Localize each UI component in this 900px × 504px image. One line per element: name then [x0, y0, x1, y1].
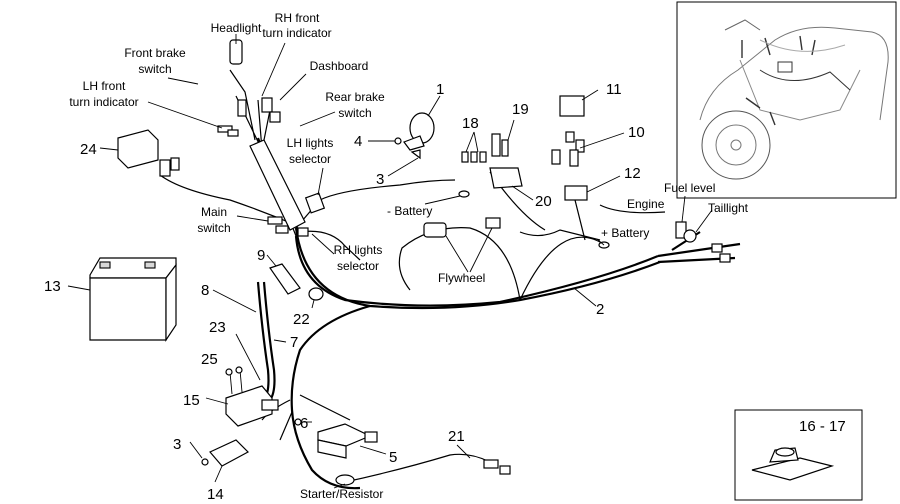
lh-lights-selector-label-line1: LH lights [287, 136, 334, 150]
part-number-19: 19 [512, 101, 529, 118]
minus-battery-label: - Battery [387, 204, 432, 218]
part-number-6: 6 [300, 415, 308, 432]
text-labels: Headlight RH front turn indicator Front … [69, 11, 748, 501]
rear-brake-switch-label-line2: switch [338, 106, 371, 120]
part-number-3-upper: 3 [376, 171, 384, 188]
taillight-label: Taillight [708, 201, 749, 215]
part-number-5: 5 [389, 449, 397, 466]
headlight-label: Headlight [211, 21, 262, 35]
part-number-13: 13 [44, 278, 61, 295]
part-number-14: 14 [207, 486, 224, 503]
main-switch-label-line1: Main [201, 205, 227, 219]
fuel-level-label: Fuel level [664, 181, 715, 195]
part-number-3-lower: 3 [173, 436, 181, 453]
lh-front-turn-indicator-label-line1: LH front [83, 79, 126, 93]
part-number-25: 25 [201, 351, 218, 368]
part-number-9: 9 [257, 247, 265, 264]
components [89, 39, 731, 486]
part-number-10: 10 [628, 124, 645, 141]
main-switch-label-line2: switch [197, 221, 230, 235]
part-number-18: 18 [462, 115, 479, 132]
part-number-20: 20 [535, 193, 552, 210]
part-number-8: 8 [201, 282, 209, 299]
engine-label: Engine [627, 197, 665, 211]
rh-front-turn-indicator-label-line1: RH front [275, 11, 320, 25]
lh-lights-selector-label-line2: selector [289, 152, 331, 166]
part-number-12: 12 [624, 165, 641, 182]
rear-brake-switch-label-line1: Rear brake [325, 90, 385, 104]
part-number-4: 4 [354, 133, 362, 150]
part-number-7: 7 [290, 334, 298, 351]
rh-lights-selector-label-line2: selector [337, 259, 379, 273]
part-number-23: 23 [209, 319, 226, 336]
parts-16-17-inset: 16 - 17 [734, 409, 863, 501]
part-number-15: 15 [183, 392, 200, 409]
part-number-22: 22 [293, 311, 310, 328]
plus-battery-label: + Battery [601, 226, 649, 240]
rh-front-turn-indicator-label-line2: turn indicator [262, 26, 331, 40]
front-brake-switch-label-line2: switch [138, 62, 171, 76]
leader-lines [67, 34, 713, 489]
flywheel-label: Flywheel [438, 271, 485, 285]
part-number-24: 24 [80, 141, 97, 158]
scooter-overview-inset [676, 1, 897, 199]
front-brake-switch-label-line1: Front brake [124, 46, 186, 60]
part-number-11: 11 [606, 81, 622, 98]
rh-lights-selector-label-line1: RH lights [334, 243, 383, 257]
part-16-17-label: 16 - 17 [799, 418, 846, 435]
part-number-21: 21 [448, 428, 465, 445]
dashboard-label: Dashboard [310, 59, 369, 73]
part-number-1: 1 [436, 81, 444, 98]
part-numbers: 1 2 3 3 4 5 6 7 8 9 10 11 12 13 14 15 18… [44, 81, 645, 503]
lh-front-turn-indicator-label-line2: turn indicator [69, 95, 138, 109]
part-number-2: 2 [596, 301, 604, 318]
starter-resistor-label: Starter/Resistor [300, 487, 383, 501]
